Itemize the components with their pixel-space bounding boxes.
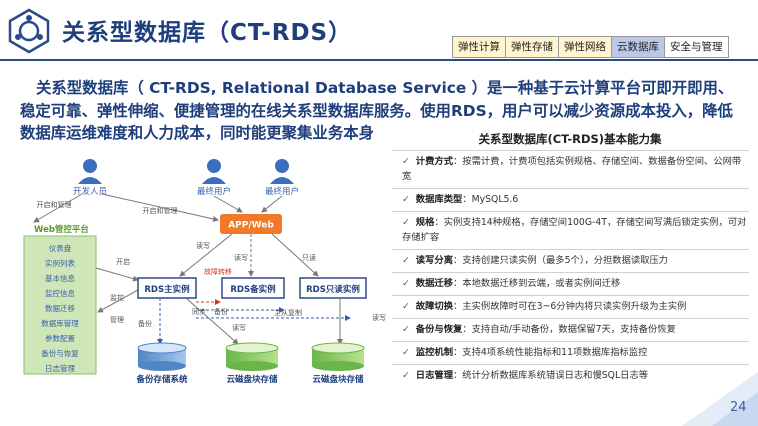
tab-elastic-network[interactable]: 弹性网络 [559,37,612,57]
platform-item-basic-info: 基本信息 [45,273,75,283]
capability-text: ：实例支持14种规格，存储空间100G-4T，存储空间写满后锁定实例，可对存储扩… [402,217,747,243]
capability-item-spec: ✓ 规格：实例支持14种规格，存储空间100G-4T，存储空间写满后锁定实例，可对… [392,211,749,249]
capability-item-db-type: ✓ 数据库类型：MySQL5.6 [392,188,749,211]
check-icon: ✓ [402,156,410,167]
capability-name: 计费方式 [415,156,453,167]
platform-item-instances: 实例列表 [45,258,75,268]
readwrite-label-2: 读写 [234,253,248,262]
platform-item-params: 参数配置 [45,333,75,343]
capability-item-monitoring: ✓ 监控机制：支持4项系统性能指标和11项数据库指标监控 [392,341,749,364]
readwrite-label-1: 读写 [196,241,210,250]
platform-item-db-manage: 数据库管理 [41,318,79,328]
failover-text: 故障转移 [204,267,232,276]
platform-item-backup: 备份与恢复 [41,348,79,358]
open-label: 开启 [116,257,130,266]
page-number: 24 [730,400,747,415]
end-user-label-2: 最终用户 [265,186,299,197]
tab-cloud-database[interactable]: 云数据库 [612,37,665,57]
readwrite-label-4: 读写 [372,313,386,322]
category-tabs: 弹性计算 弹性存储 弹性网络 云数据库 安全与管理 [452,36,729,58]
company-logo [8,8,50,54]
capability-text: ：统计分析数据库系统错误日志和慢SQL日志等 [453,370,649,381]
capability-name: 数据库类型 [415,194,463,205]
backup-label-1: 备份 [138,319,152,328]
cloud-disk-label-2: 云磁盘块存储 [312,374,364,385]
backup-label-2: 备份 [214,307,228,316]
app-web-label: APP/Web [228,221,274,231]
capability-item-migration: ✓ 数据迁移：本地数据迁移到云端，或者实例间迁移 [392,272,749,295]
rds-architecture-diagram: 开发人员 最终用户 最终用户 APP/Web 开启和管理 开启和管理 Web管控… [23,159,386,385]
check-icon: ✓ [402,278,410,289]
tab-elastic-compute[interactable]: 弹性计算 [453,37,506,57]
rds-master-box [137,277,197,299]
check-icon: ✓ [402,194,410,205]
check-icon: ✓ [402,255,410,266]
platform-item-logs: 日志管理 [45,363,75,373]
capabilities-list: ✓ 计费方式：按需计费，计费项包括实例规格、存储空间、数据备份空间、公网带宽 ✓ 数… [392,150,749,387]
capability-text: ：支持自动/手动备份，数据保留7天，支持备份恢复 [462,324,676,335]
capability-text: ：主实例故障时可在3~6分钟内将只读实例升级为主实例 [453,301,687,312]
check-icon: ✓ [402,301,410,312]
capability-text: ：按需计费，计费项包括实例规格、存储空间、数据备份空间、公网带宽 [402,156,742,182]
failover-label: 故障转移 [204,267,232,276]
capability-text: ：MySQL5.6 [462,194,519,205]
open-manage-label-1: 开启和管理 [37,200,72,209]
capability-name: 日志管理 [415,370,453,381]
capability-text: ：本地数据迁移到云端，或者实例间迁移 [453,278,621,289]
end-user-icon-1 [202,159,226,184]
developer-label: 开发人员 [73,186,107,197]
rds-standby-label: RDS备实例 [230,284,276,295]
capability-item-backup: ✓ 备份与恢复：支持自动/手动备份，数据保留7天，支持备份恢复 [392,318,749,341]
check-icon: ✓ [402,370,410,381]
cloud-disk-cylinder-2 [311,342,365,371]
intro-paragraph: 关系型数据库（ CT-RDS, Relational Database Serv… [20,79,734,142]
end-user-label-1: 最终用户 [197,186,231,197]
platform-item-dashboard: 仪表盘 [49,243,72,253]
capability-name: 监控机制 [415,347,453,358]
check-icon: ✓ [402,347,410,358]
platform-item-monitoring: 监控信息 [45,288,75,298]
readonly-label: 只读 [302,253,316,262]
platform-item-migration: 数据迁移 [45,303,75,313]
app-web-box [220,214,282,234]
manage-label: 管理 [110,315,124,324]
check-icon: ✓ [402,324,410,335]
developer-user-icon [78,159,102,184]
rds-standby-box [221,277,285,299]
replication-label: 主从复制 [274,308,302,317]
capability-name: 备份与恢复 [415,324,463,335]
corner-decoration [682,372,758,426]
tab-elastic-storage[interactable]: 弹性存储 [506,37,559,57]
cloud-disk-cylinder-1 [225,342,279,371]
rds-master-label: RDS主实例 [144,284,190,295]
rds-readonly-box [299,277,367,299]
end-user-icon-2 [270,159,294,184]
capability-item-billing: ✓ 计费方式：按需计费，计费项包括实例规格、存储空间、数据备份空间、公网带宽 [392,150,749,188]
capability-name: 读写分离 [415,255,453,266]
header-divider [0,59,758,61]
open-manage-label-2: 开启和管理 [143,206,178,215]
capabilities-title: 关系型数据库(CT-RDS)基本能力集 [478,132,662,146]
sync-label: 同步 [192,308,206,316]
capability-item-rw-split: ✓ 读写分离：支持创建只读实例（最多5个），分担数据读取压力 [392,249,749,272]
cloud-disk-label-1: 云磁盘块存储 [226,374,278,385]
check-icon: ✓ [402,217,410,228]
capability-item-failover: ✓ 故障切换：主实例故障时可在3~6分钟内将只读实例升级为主实例 [392,295,749,318]
page-title: 关系型数据库（CT-RDS） [62,20,353,46]
monitor-label: 监控 [110,293,124,302]
web-platform-title: Web管控平台 [34,224,89,235]
web-platform-box [23,235,97,375]
backup-storage-cylinder [137,342,187,371]
backup-storage-label: 备份存储系统 [135,374,188,385]
capability-name: 故障切换 [415,301,453,312]
tab-security-management[interactable]: 安全与管理 [665,37,728,57]
capability-text: ：支持创建只读实例（最多5个），分担数据读取压力 [453,255,669,266]
capability-name: 数据迁移 [415,278,453,289]
capability-item-logs: ✓ 日志管理：统计分析数据库系统错误日志和慢SQL日志等 [392,364,749,387]
rds-readonly-label: RDS只读实例 [306,284,360,295]
readwrite-label-3: 读写 [232,323,246,332]
capability-text: ：支持4项系统性能指标和11项数据库指标监控 [453,347,648,358]
capability-name: 规格 [415,217,435,228]
